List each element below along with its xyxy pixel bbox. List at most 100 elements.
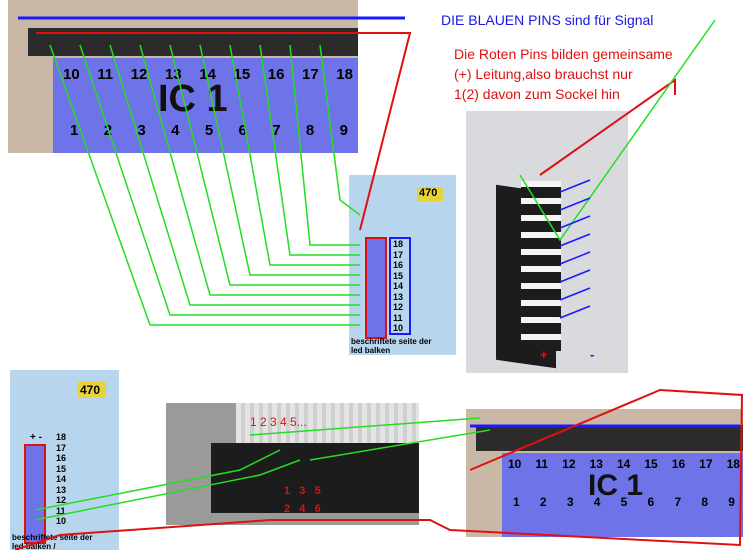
- pin-number: 4: [593, 495, 601, 509]
- pin-number: 6: [647, 495, 655, 509]
- ic-label: IC 1: [588, 469, 644, 502]
- annotation-red-pins-line3: 1(2) davon zum Sockel hin: [454, 86, 620, 102]
- ribbon-cable: [236, 403, 419, 445]
- connect-wire: [49, 44, 360, 326]
- arrow: [559, 233, 591, 247]
- led-caption-line2: led balken: [351, 346, 391, 355]
- pin-number: 9: [728, 495, 735, 509]
- minus-mark: -: [590, 347, 595, 362]
- annotation-red-pins-line1: Die Roten Pins bilden gemeinsame: [454, 46, 673, 62]
- pin-number: 18: [336, 66, 353, 83]
- annotation-blue-pins: DIE BLAUEN PINS sind für Signal: [441, 12, 654, 28]
- pin-number: 3: [566, 495, 574, 509]
- pin-number: 7: [674, 495, 682, 509]
- connect-wire-group: [34, 19, 716, 521]
- connector-photo: + -: [466, 111, 628, 373]
- resistor-value: 470: [80, 383, 101, 397]
- led-number: 13: [56, 484, 67, 495]
- pin-number: 15: [233, 66, 251, 83]
- connect-wire: [199, 44, 360, 276]
- common-wire: [14, 388, 744, 550]
- connect-wire: [169, 44, 360, 286]
- led-number: 11: [393, 312, 403, 323]
- led-number: 12: [393, 302, 404, 312]
- connect-wire: [229, 44, 360, 266]
- pin-number: 9: [339, 122, 348, 139]
- led-caption-line1: beschriftete seite der: [351, 337, 432, 346]
- ic-bottom-pin-numbers: 1 2 3 4 5 6 7 8 9: [513, 495, 735, 509]
- ic-top-pin-numbers: 10 11 12 13 14 15 16 17 18: [63, 66, 353, 83]
- led-number: 10: [56, 516, 67, 526]
- pin-number: 3: [137, 122, 146, 139]
- led-number-column: 18 17 16 15 14 13 12 11 10: [56, 432, 78, 527]
- pin-number: 10: [63, 66, 80, 83]
- pin-number: 18: [726, 457, 740, 471]
- ic-body: [502, 453, 743, 537]
- arrow-group: [559, 179, 591, 319]
- led-number: 10: [393, 323, 404, 333]
- led-caption-line2: led balken /: [12, 542, 56, 550]
- pin-number: 13: [589, 457, 603, 471]
- arrow: [559, 269, 591, 283]
- pin-number: 1: [70, 122, 79, 139]
- arrow: [559, 197, 591, 211]
- connect-wire: [319, 44, 361, 216]
- led-number-column: 18 17 16 15 14 13 12 11 10: [389, 237, 411, 335]
- ic-board-bottom: IC 1 10 11 12 13 14 15 16 17 18 1 2 3 4 …: [466, 409, 743, 537]
- resistor-value: 470: [419, 187, 438, 199]
- pin-number: 16: [671, 457, 686, 471]
- ribbon-row1: 1 3 5: [284, 485, 321, 497]
- led-number: 17: [393, 249, 404, 260]
- led-number: 15: [56, 463, 67, 474]
- pin-number: 15: [644, 457, 658, 471]
- pin-number: 2: [539, 495, 547, 509]
- led-number: 18: [56, 432, 67, 442]
- led-number: 17: [56, 442, 67, 453]
- led-number: 13: [393, 291, 404, 302]
- pin-number: 4: [171, 122, 180, 139]
- signal-wire-group: [18, 16, 740, 428]
- pin-number: 12: [562, 457, 576, 471]
- connect-wire: [34, 459, 301, 521]
- pin-number: 17: [699, 457, 713, 471]
- annotation-red-pins-line2: (+) Leitung,also brauchst nur: [454, 66, 633, 82]
- connect-wire: [34, 449, 281, 511]
- pin-number: 13: [164, 66, 182, 83]
- pin-number: 17: [302, 66, 319, 83]
- pin-number: 16: [267, 66, 285, 83]
- pin-number: 10: [508, 457, 522, 471]
- connect-wire: [309, 429, 491, 461]
- ic-body: [53, 58, 358, 153]
- connect-wire: [139, 44, 360, 296]
- led-number: 16: [393, 260, 404, 270]
- led-number: 11: [56, 505, 66, 516]
- resistor-box: [78, 382, 106, 398]
- ribbon-photo: 1 2 3 4 5... 1 3 5 2 4 6: [166, 403, 419, 525]
- led-number: 16: [56, 453, 67, 463]
- led-number: 18: [393, 239, 404, 249]
- ribbon-row2: 2 4 6: [284, 503, 321, 515]
- arrow: [559, 215, 591, 229]
- led-plus-minus: + -: [30, 432, 42, 443]
- pin-number: 6: [238, 122, 247, 139]
- pin-number: 8: [305, 122, 315, 139]
- led-number: 14: [56, 474, 67, 484]
- led-array: [365, 237, 387, 339]
- pin-number: 8: [701, 495, 709, 509]
- pin-number: 7: [272, 122, 281, 139]
- connect-wire: [249, 417, 481, 436]
- pin-number: 14: [199, 66, 216, 83]
- led-number: 12: [56, 495, 67, 505]
- ic-top-pin-numbers: 10 11 12 13 14 15 16 17 18: [508, 457, 740, 471]
- connect-wire: [259, 44, 360, 256]
- arrow: [559, 251, 591, 265]
- pin-number: 11: [97, 66, 114, 83]
- connect-wire: [519, 19, 716, 242]
- led-number: 15: [393, 270, 404, 281]
- resistor-box: [417, 187, 443, 201]
- ribbon-top-numbers: 1 2 3 4 5...: [250, 415, 307, 429]
- common-wire: [36, 32, 412, 231]
- arrow: [559, 179, 591, 193]
- connect-wire: [109, 44, 360, 306]
